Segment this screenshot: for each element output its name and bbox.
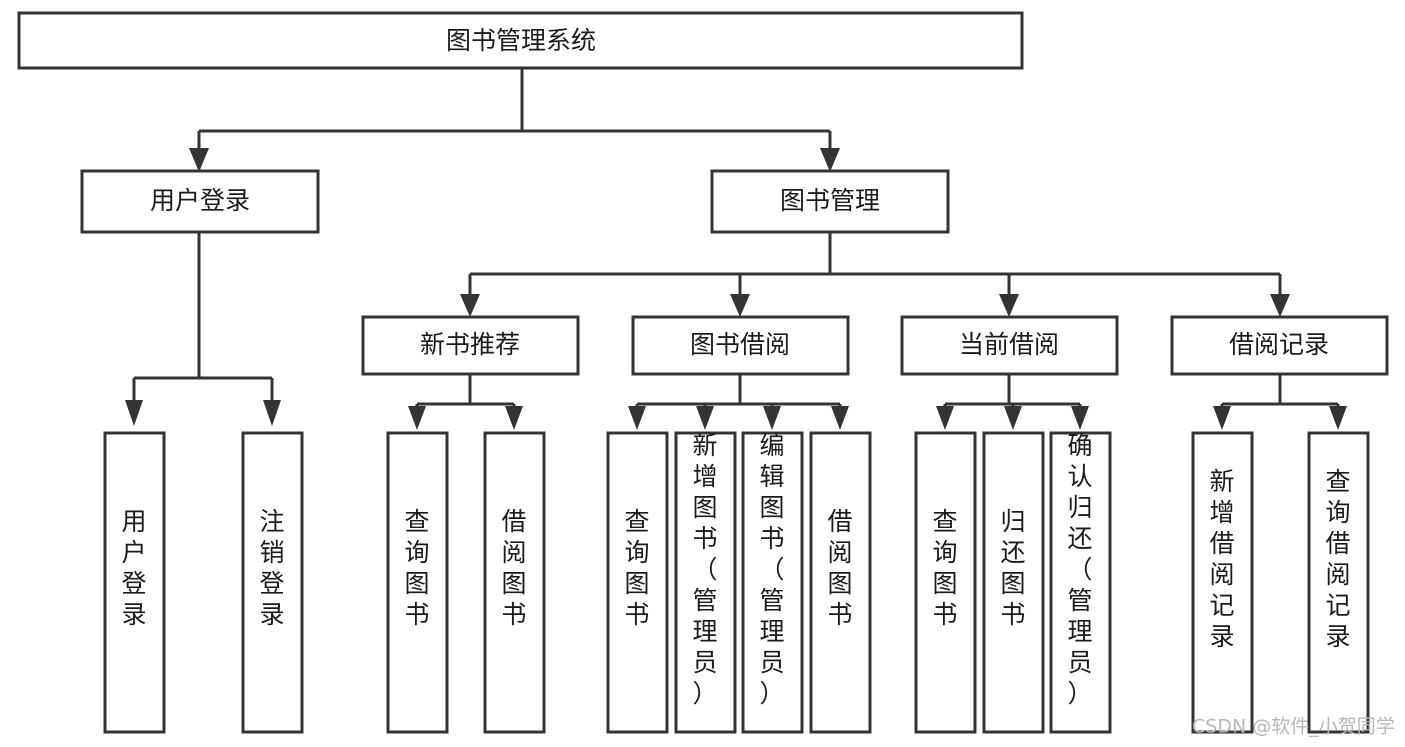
node-leaf-query-book-2-box[interactable] <box>606 431 669 734</box>
node-current-borrow[interactable]: 当前借阅 <box>900 315 1119 376</box>
arrowhead-leaf-query-book-1 <box>408 406 426 430</box>
node-root-box[interactable] <box>17 11 1024 70</box>
arrowhead-leaf-query-book-2 <box>628 406 646 430</box>
node-leaf-return-book[interactable]: 归还图书 <box>982 431 1045 734</box>
node-leaf-user-login-label: 用户登录 <box>121 507 146 629</box>
edge-group-root-to-level2 <box>189 68 840 172</box>
node-leaf-query-book-1[interactable]: 查询图书 <box>386 431 449 734</box>
edge-group-book-borrow-to-leaves <box>628 374 849 430</box>
node-current-borrow-label: 当前借阅 <box>959 330 1059 359</box>
edge-group-book-manage-to-level3 <box>460 232 1290 317</box>
node-leaf-query-book-1-box[interactable] <box>386 431 449 734</box>
arrowhead-book-borrow <box>730 294 750 317</box>
node-current-borrow-box[interactable] <box>900 315 1119 376</box>
node-leaf-add-book-box[interactable] <box>674 431 737 734</box>
node-leaf-edit-book-box[interactable] <box>741 431 804 734</box>
arrowhead-leaf-user-logout <box>263 400 281 426</box>
node-leaf-add-record-label: 新增借阅记录 <box>1209 467 1234 651</box>
arrowhead-new-book-rec <box>460 294 480 317</box>
arrowhead-current-borrow <box>999 294 1019 317</box>
node-root-label: 图书管理系统 <box>446 26 596 55</box>
node-leaf-query-record-box[interactable] <box>1307 431 1370 734</box>
node-leaf-borrow-book-2-box[interactable] <box>809 431 872 734</box>
node-book-borrow-label: 图书借阅 <box>690 330 790 359</box>
node-book-manage-box[interactable] <box>710 169 950 234</box>
node-borrow-record-label: 借阅记录 <box>1229 330 1329 359</box>
csdn-watermark: CSDN @软件_小贺同学 <box>1192 716 1395 738</box>
arrowhead-user-login <box>189 148 209 172</box>
node-leaf-query-record-label: 查询借阅记录 <box>1325 467 1350 651</box>
arrowhead-leaf-query-record <box>1329 406 1347 430</box>
node-leaf-return-book-box[interactable] <box>982 431 1045 734</box>
node-new-book-rec-box[interactable] <box>361 315 580 376</box>
arrowhead-borrow-record <box>1270 294 1290 317</box>
arrowhead-book-manage <box>820 148 840 172</box>
node-book-borrow-box[interactable] <box>631 315 850 376</box>
node-root[interactable]: 图书管理系统 <box>17 11 1024 70</box>
node-user-login-box[interactable] <box>80 169 320 234</box>
node-leaf-add-record[interactable]: 新增借阅记录 <box>1191 431 1254 734</box>
node-leaf-return-book-label: 归还图书 <box>1000 507 1025 629</box>
node-leaf-query-book-3-box[interactable] <box>914 431 977 734</box>
edge-group-borrow-record-to-leaves <box>1213 374 1347 430</box>
node-leaf-add-book-label: 新增图书（管理员） <box>692 431 717 708</box>
arrowhead-leaf-borrow-book-2 <box>831 406 849 430</box>
node-leaf-user-login[interactable]: 用户登录 <box>103 431 166 734</box>
node-leaf-query-record[interactable]: 查询借阅记录 <box>1307 431 1370 734</box>
node-leaf-user-logout[interactable]: 注销登录 <box>241 431 304 734</box>
node-book-manage[interactable]: 图书管理 <box>710 169 950 234</box>
edge-group-user-login-to-leaves <box>125 232 281 426</box>
node-user-login[interactable]: 用户登录 <box>80 169 320 234</box>
node-leaf-add-book[interactable]: 新增图书（管理员） <box>674 431 737 734</box>
node-leaf-confirm-return[interactable]: 确认归还（管理员） <box>1049 431 1112 734</box>
arrowhead-leaf-edit-book <box>763 406 781 430</box>
node-leaf-borrow-book-1-box[interactable] <box>483 431 546 734</box>
arrowhead-leaf-query-book-3 <box>936 406 954 430</box>
arrowhead-leaf-add-record <box>1213 406 1231 430</box>
arrowhead-leaf-return-book <box>1004 406 1022 430</box>
node-book-manage-label: 图书管理 <box>780 186 880 215</box>
node-leaf-edit-book-label: 编辑图书（管理员） <box>759 431 784 708</box>
node-leaf-query-book-1-label: 查询图书 <box>404 507 429 629</box>
edge-group-new-book-rec-to-leaves <box>408 374 523 430</box>
node-user-login-label: 用户登录 <box>150 186 250 215</box>
node-leaf-borrow-book-2-label: 借阅图书 <box>827 507 852 629</box>
node-leaf-borrow-book-2[interactable]: 借阅图书 <box>809 431 872 734</box>
node-leaf-confirm-return-label: 确认归还（管理员） <box>1067 431 1092 708</box>
node-leaf-borrow-book-1[interactable]: 借阅图书 <box>483 431 546 734</box>
node-new-book-rec-label: 新书推荐 <box>420 330 520 359</box>
edge-group-current-borrow-to-leaves <box>936 374 1089 430</box>
node-leaf-query-book-3-label: 查询图书 <box>932 507 957 629</box>
node-book-borrow[interactable]: 图书借阅 <box>631 315 850 376</box>
node-leaf-user-logout-label: 注销登录 <box>259 507 284 629</box>
node-leaf-query-book-3[interactable]: 查询图书 <box>914 431 977 734</box>
node-leaf-edit-book[interactable]: 编辑图书（管理员） <box>741 431 804 734</box>
node-leaf-confirm-return-box[interactable] <box>1049 431 1112 734</box>
arrowhead-leaf-user-login <box>125 400 143 426</box>
node-leaf-query-book-2-label: 查询图书 <box>624 507 649 629</box>
node-leaf-query-book-2[interactable]: 查询图书 <box>606 431 669 734</box>
node-new-book-rec[interactable]: 新书推荐 <box>361 315 580 376</box>
node-leaf-add-record-box[interactable] <box>1191 431 1254 734</box>
node-leaf-user-logout-box[interactable] <box>241 431 304 734</box>
node-leaf-borrow-book-1-label: 借阅图书 <box>501 507 526 629</box>
arrowhead-leaf-borrow-book-1 <box>505 406 523 430</box>
node-borrow-record[interactable]: 借阅记录 <box>1170 315 1389 376</box>
node-borrow-record-box[interactable] <box>1170 315 1389 376</box>
arrowhead-leaf-add-book <box>696 406 714 430</box>
node-leaf-user-login-box[interactable] <box>103 431 166 734</box>
arrowhead-leaf-confirm-return <box>1071 406 1089 430</box>
